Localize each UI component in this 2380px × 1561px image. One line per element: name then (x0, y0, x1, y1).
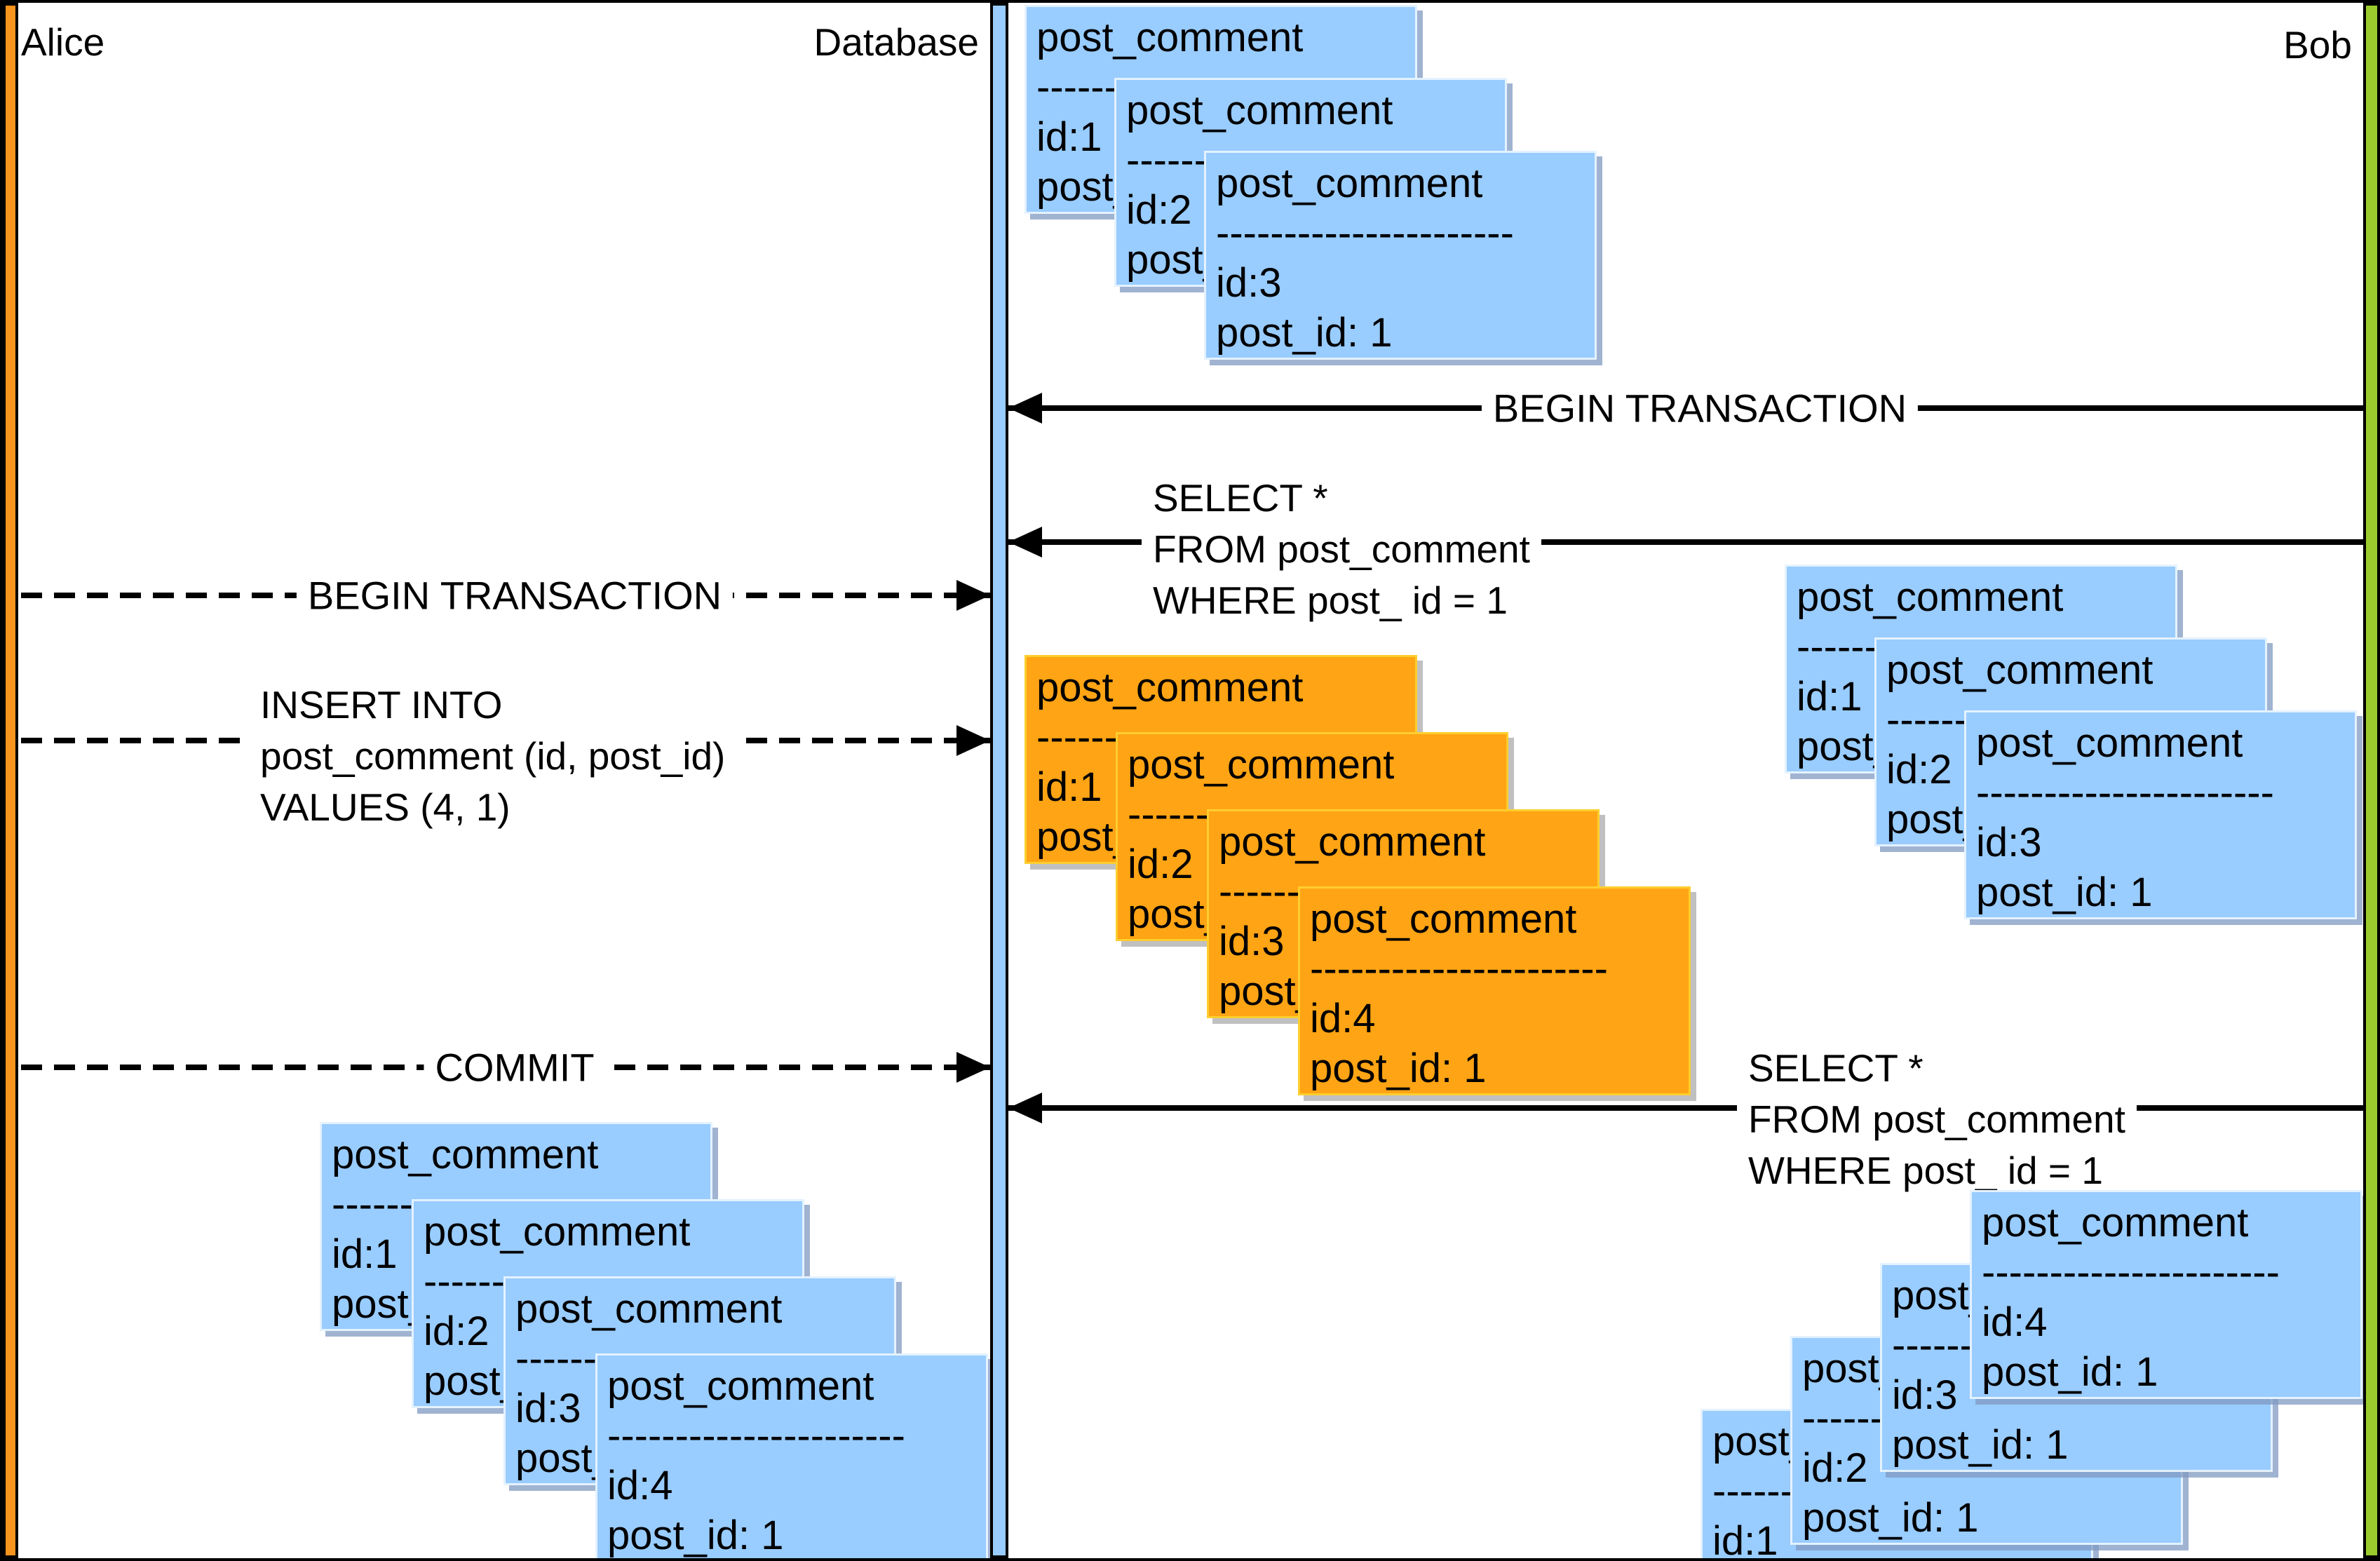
lifeline-alice (3, 3, 18, 1558)
card-id: id:3 (1892, 1372, 1958, 1418)
sql-line: FROM post_comment (1748, 1097, 2125, 1141)
card-post-id: post_id: 1 (1310, 1046, 1487, 1091)
lifeline-database (990, 3, 1008, 1558)
arrowhead-right-icon (956, 725, 990, 756)
card-title: post_comment (607, 1363, 874, 1409)
card-post-id: post_id: 1 (1892, 1422, 2069, 1468)
record-card-alice-inserted-rows-id4: post_comment----------------------id:4 po… (1298, 886, 1691, 1095)
card-post-id: post_id: 1 (1802, 1495, 1979, 1541)
card-separator: ---------------------- (1976, 770, 2274, 816)
card-id: id:1 (1036, 764, 1102, 810)
card-id: id:2 (1802, 1445, 1868, 1491)
card-id: id:3 (1216, 260, 1282, 306)
card-title: post_comment (1982, 1200, 2249, 1245)
card-id: id:1 (332, 1231, 398, 1277)
arrow-label-bob-begin-transaction: BEGIN TRANSACTION (1481, 385, 1919, 431)
card-title: post_comment (1036, 665, 1304, 710)
card-post-id: post_id: 1 (1982, 1349, 2158, 1395)
card-id: id:1 (1036, 114, 1102, 160)
card-id: id:2 (1128, 842, 1194, 887)
card-title: post_comment (1219, 819, 1486, 865)
card-title: post_comment (1126, 88, 1393, 133)
card-id: id:4 (1982, 1299, 2048, 1345)
arrow-line-bob-select-1 (1008, 539, 2363, 545)
card-id: id:2 (1126, 187, 1192, 233)
card-id: id:1 (1797, 674, 1862, 719)
arrowhead-left-icon (1008, 393, 1042, 424)
sql-line: WHERE post_ id = 1 (1748, 1149, 2103, 1192)
bob-label: Bob (2283, 23, 2352, 67)
card-title: post_comment (332, 1132, 599, 1177)
card-title: post_comment (1128, 742, 1395, 788)
lifeline-bob (2363, 3, 2377, 1558)
card-separator: ---------------------- (1216, 210, 1514, 256)
card-separator: ---------------------- (1310, 946, 1608, 992)
card-id: id:3 (1976, 820, 2042, 865)
card-separator: ---------------------- (1982, 1250, 2280, 1295)
database-label: Database (813, 20, 979, 64)
card-title: post_comment (1797, 574, 2064, 620)
card-id: id:1 (1712, 1518, 1778, 1561)
alice-label: Alice (21, 20, 105, 64)
sql-line: FROM post_comment (1153, 527, 1530, 571)
sql-line: INSERT INTO (260, 683, 503, 727)
arrowhead-left-icon (1008, 527, 1042, 558)
sql-block-insert-query: INSERT INTO post_comment (id, post_id) VAL… (249, 673, 737, 840)
arrowhead-right-icon (956, 1052, 990, 1083)
card-post-id: post_id: 1 (1976, 870, 2153, 915)
card-title: post_comment (1216, 161, 1483, 206)
card-post-id: post_id: 1 (1216, 310, 1393, 356)
arrow-label-alice-begin-transaction: BEGIN TRANSACTION (296, 572, 733, 619)
card-title: post_comment (515, 1286, 783, 1332)
record-card-bob-first-select-result-id3: post_comment----------------------id:3 po… (1964, 710, 2357, 919)
record-card-db-committed-rows-id4: post_comment----------------------id:4 po… (595, 1353, 988, 1558)
card-id: id:3 (1219, 919, 1285, 964)
card-id: id:4 (1310, 996, 1376, 1041)
sql-line: WHERE post_ id = 1 (1153, 579, 1508, 622)
card-id: id:4 (607, 1463, 673, 1508)
sql-line: SELECT * (1748, 1046, 1923, 1090)
sql-line: VALUES (4, 1) (260, 785, 511, 829)
sql-line: SELECT * (1153, 476, 1328, 520)
card-title: post_comment (1310, 896, 1577, 942)
card-id: id:3 (515, 1386, 581, 1431)
card-id: id:2 (424, 1309, 489, 1354)
arrow-label-alice-commit: COMMIT (424, 1044, 606, 1090)
arrowhead-right-icon (956, 580, 990, 611)
card-title: post_comment (1036, 15, 1304, 60)
sql-line: post_comment (id, post_id) (260, 734, 726, 778)
card-title: post_comment (1886, 647, 2154, 693)
card-post-id: post_id: 1 (607, 1513, 784, 1558)
card-title: post_comment (424, 1209, 691, 1255)
card-id: id:2 (1886, 747, 1952, 792)
card-separator: ---------------------- (607, 1413, 905, 1459)
arrowhead-left-icon (1008, 1093, 1042, 1123)
arrow-line-bob-select-2 (1008, 1105, 2363, 1111)
card-title: post_comment (1976, 720, 2243, 766)
